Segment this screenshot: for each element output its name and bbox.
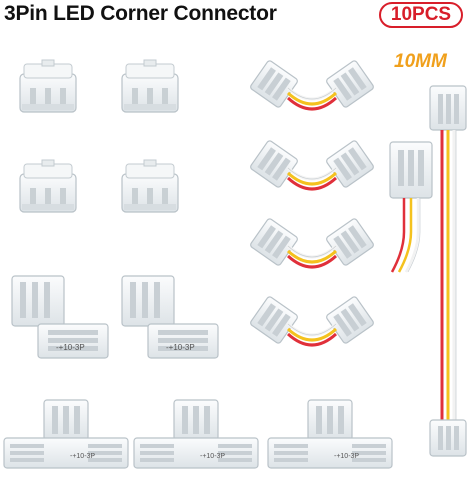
connector-marking: -+10-3P: [334, 453, 359, 460]
v-corner-connector: [250, 60, 375, 109]
quantity-badge: 10PCS: [379, 2, 463, 28]
l-connector: -+10-3P: [11, 275, 109, 359]
l-connector: -+10-3P: [121, 275, 219, 359]
t-connector: -+10-3P: [133, 399, 259, 469]
connector-marking: -+10-3P: [56, 343, 85, 352]
straight-clip-connector: [19, 59, 77, 113]
straight-clip-connector: [19, 159, 77, 213]
t-connector: -+10-3P: [3, 399, 129, 469]
product-title: 3Pin LED Corner Connector: [4, 2, 277, 25]
v-corner-connector: [250, 140, 375, 189]
extension-cable: [389, 85, 467, 457]
v-corner-connector: [250, 218, 375, 267]
v-corner-connector: [250, 296, 375, 345]
connector-marking: -+10-3P: [200, 453, 225, 460]
straight-clip-connector: [121, 59, 179, 113]
t-connector: -+10-3P: [267, 399, 393, 469]
wire-length-label: 10MM: [394, 51, 447, 72]
connector-marking: -+10-3P: [166, 343, 195, 352]
straight-clip-connector: [121, 159, 179, 213]
connector-marking: -+10-3P: [70, 453, 95, 460]
